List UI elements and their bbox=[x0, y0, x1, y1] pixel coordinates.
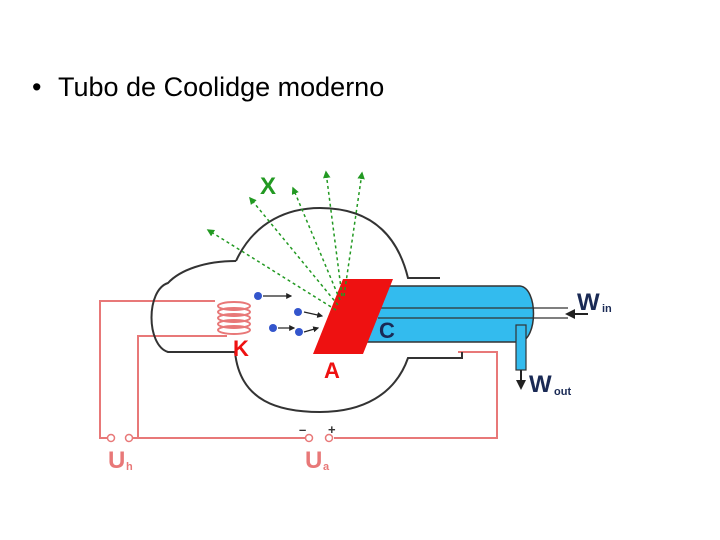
xray-beam bbox=[323, 170, 343, 297]
label-cathode: K bbox=[233, 336, 249, 361]
label-plus: + bbox=[328, 422, 336, 437]
anode-target bbox=[313, 279, 393, 354]
electron bbox=[269, 324, 277, 332]
label-water-in: W bbox=[577, 289, 600, 316]
terminal-ua-minus bbox=[304, 433, 314, 443]
terminals bbox=[106, 433, 334, 443]
coolant-pipes bbox=[378, 307, 568, 319]
electron bbox=[254, 292, 262, 300]
label-water-out: W bbox=[529, 371, 552, 398]
label-minus: – bbox=[299, 422, 306, 437]
xray-beam bbox=[291, 186, 341, 301]
anode-return-wire bbox=[334, 351, 498, 439]
electron-paths bbox=[263, 293, 324, 333]
circuit-wires bbox=[99, 300, 498, 439]
label-anode-voltage: U bbox=[305, 447, 322, 474]
label-cooler: C bbox=[379, 318, 395, 343]
water-outlet-pipe bbox=[515, 324, 527, 371]
terminal-uh-2 bbox=[124, 433, 134, 443]
xray-beams bbox=[206, 170, 365, 311]
label-water-in-sub: in bbox=[602, 303, 612, 315]
label-water-out-sub: out bbox=[554, 386, 571, 398]
label-anode: A bbox=[324, 358, 340, 383]
terminal-uh-1 bbox=[106, 433, 116, 443]
label-anode-voltage-sub: a bbox=[323, 461, 330, 473]
cathode-coil bbox=[217, 301, 251, 335]
tube-envelope bbox=[150, 206, 463, 414]
heater-wire-outer bbox=[99, 300, 215, 439]
xray-beam bbox=[206, 229, 337, 311]
label-heater-voltage-sub: h bbox=[126, 461, 133, 473]
electron bbox=[294, 308, 302, 316]
xray-beam bbox=[249, 196, 339, 306]
xray-beam bbox=[343, 171, 365, 297]
label-x-rays: X bbox=[260, 173, 276, 200]
electron bbox=[295, 328, 303, 336]
bullet-item: • Tubo de Coolidge moderno bbox=[32, 72, 384, 103]
slide-title: Tubo de Coolidge moderno bbox=[58, 72, 385, 102]
electrons bbox=[254, 292, 303, 336]
bullet-dot: • bbox=[32, 72, 42, 102]
label-heater-voltage: U bbox=[108, 447, 125, 474]
terminal-ua-plus bbox=[324, 433, 334, 443]
